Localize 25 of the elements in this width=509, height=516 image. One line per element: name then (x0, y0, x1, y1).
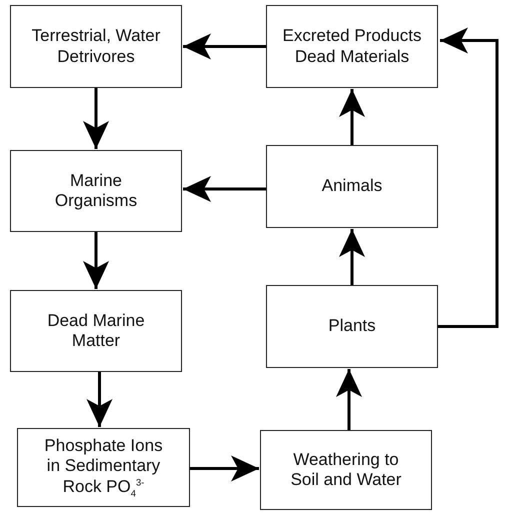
arrow (190, 456, 259, 482)
arrow (336, 369, 362, 430)
process-box (17, 428, 190, 507)
arrow (83, 232, 109, 289)
box-label: Animals (322, 176, 382, 197)
process-box (10, 150, 182, 232)
arrow (183, 176, 266, 202)
box-label: Terrestrial, Water Detrivores (30, 26, 162, 67)
process-box (266, 5, 438, 88)
box-label: Weathering to Soil and Water (290, 450, 402, 490)
arrow (339, 89, 365, 145)
arrow (339, 229, 365, 285)
box-label: Marine Organisms (54, 170, 138, 212)
arrow (86, 372, 112, 427)
arrow (83, 88, 109, 149)
arrow (183, 34, 266, 60)
process-box (10, 5, 182, 88)
box-label: Dead Marine Matter (46, 310, 146, 352)
box-label: Plants (328, 316, 376, 337)
box-label: Excreted Products Dead Materials (282, 26, 422, 67)
arrow (438, 28, 498, 328)
process-box (266, 285, 438, 368)
process-box (266, 145, 438, 228)
process-box (260, 430, 432, 510)
process-box (10, 290, 182, 372)
